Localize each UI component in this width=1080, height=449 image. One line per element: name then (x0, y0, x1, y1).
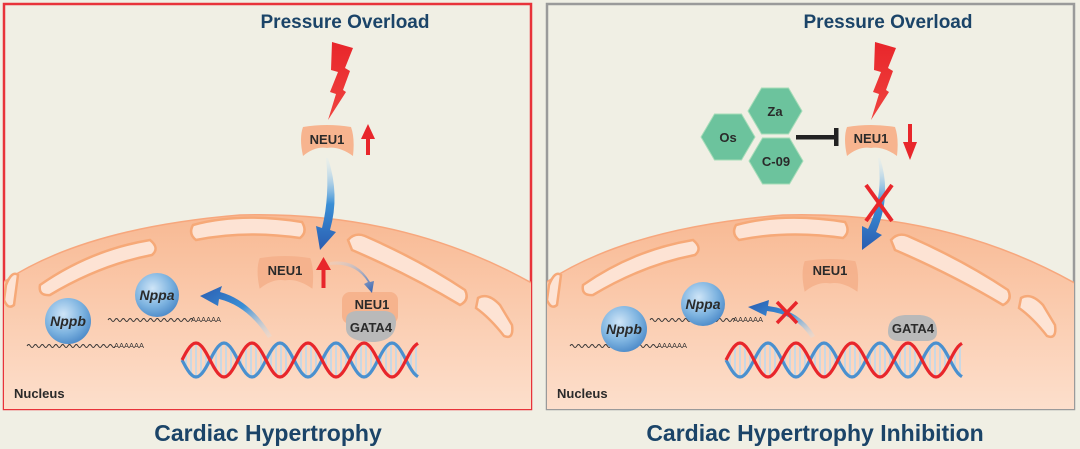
mrna-nppb: AAAAAA Nppb (569, 306, 687, 352)
block-x-icon (864, 183, 894, 223)
complex-neu1-label: NEU1 (355, 297, 390, 312)
nuclear-neu1-up-arrow (316, 257, 331, 288)
dna-strand-red (180, 341, 419, 379)
nucleus-label: Nucleus (14, 386, 65, 401)
cytoplasm-neu1: NEU1 (301, 125, 354, 156)
nppb-ball (45, 298, 91, 344)
nuclear-neu1: NEU1 (803, 259, 859, 292)
neu1-to-nucleus-arrow (316, 158, 336, 250)
inhibitor-os: Os (700, 113, 756, 161)
nuclear-neu1-label: NEU1 (813, 263, 848, 278)
nppa-ball (135, 273, 179, 317)
nppa-label: Nppa (686, 296, 721, 312)
nppb-label: Nppb (606, 321, 642, 337)
nppa-polya-label: AAAAAA (191, 315, 221, 324)
dna-helix (724, 341, 963, 379)
gata4-shape (346, 311, 396, 342)
cytoplasm-neu1-up-arrow (361, 124, 375, 155)
panel-left-caption: Cardiac Hypertrophy (154, 420, 382, 446)
pressure-overload-label: Pressure Overload (261, 12, 430, 33)
nppb-label: Nppb (50, 313, 86, 329)
nppa-ball (681, 282, 725, 326)
inhibitor-c09: C-09 (748, 137, 804, 185)
gata4-label: GATA4 (350, 320, 393, 335)
mrna-nppa: AAAAAA Nppa (649, 282, 763, 326)
nppb-polya-label: AAAAAA (114, 341, 144, 350)
nuclear-neu1-label: NEU1 (268, 263, 303, 278)
neu1-to-gata4-arrow (330, 261, 374, 293)
panel-left: NEU1 NEU1 GATA4 AAAAAA (2, 2, 533, 446)
gata4-shape (888, 315, 937, 341)
nuclear-neu1: NEU1 (258, 256, 314, 289)
panel-right-caption: Cardiac Hypertrophy Inhibition (646, 420, 983, 446)
neu1-gata4-complex: NEU1 GATA4 (342, 292, 398, 342)
nppb-ball (601, 306, 647, 352)
nppa-label: Nppa (140, 287, 175, 303)
mrna-nppb: AAAAAA Nppb (26, 298, 144, 350)
nppb-polya-label: AAAAAA (657, 341, 687, 350)
cytoplasm-neu1-label: NEU1 (854, 131, 889, 146)
panel-right: NEU1 GATA4 AAAAAA Nppa AAAAAA (545, 2, 1076, 446)
nuclear-membrane-segments (547, 216, 1057, 339)
inhibitor-os-label: Os (719, 130, 736, 145)
dna-to-nppa-arrow (748, 300, 815, 338)
inhibitor-c09-label: C-09 (762, 154, 790, 169)
dna-to-nppa-arrow (200, 286, 272, 338)
lightning-bolt-icon (871, 42, 896, 120)
cytoplasm-neu1-down-arrow (903, 124, 917, 160)
nppa-polya-label: AAAAAA (733, 315, 763, 324)
inhibition-line-icon (796, 128, 839, 146)
nuclear-membrane-segments (4, 216, 514, 339)
inhibitor-za: Za (747, 87, 803, 135)
inhibitor-group: Za Os C-09 (700, 87, 804, 185)
pressure-overload-label: Pressure Overload (804, 12, 973, 33)
gata4-label: GATA4 (892, 321, 935, 336)
dna-helix (180, 341, 419, 379)
mrna-nppa: AAAAAA Nppa (107, 273, 221, 324)
gata4: GATA4 (888, 315, 937, 341)
block-x-icon (775, 300, 799, 325)
cytoplasm-neu1-label: NEU1 (310, 132, 345, 147)
inhibitor-za-label: Za (767, 104, 783, 119)
nucleus-label: Nucleus (557, 386, 608, 401)
dna-strand-red (724, 341, 963, 379)
lightning-bolt-icon (328, 42, 353, 120)
cytoplasm-neu1: NEU1 (845, 125, 898, 156)
